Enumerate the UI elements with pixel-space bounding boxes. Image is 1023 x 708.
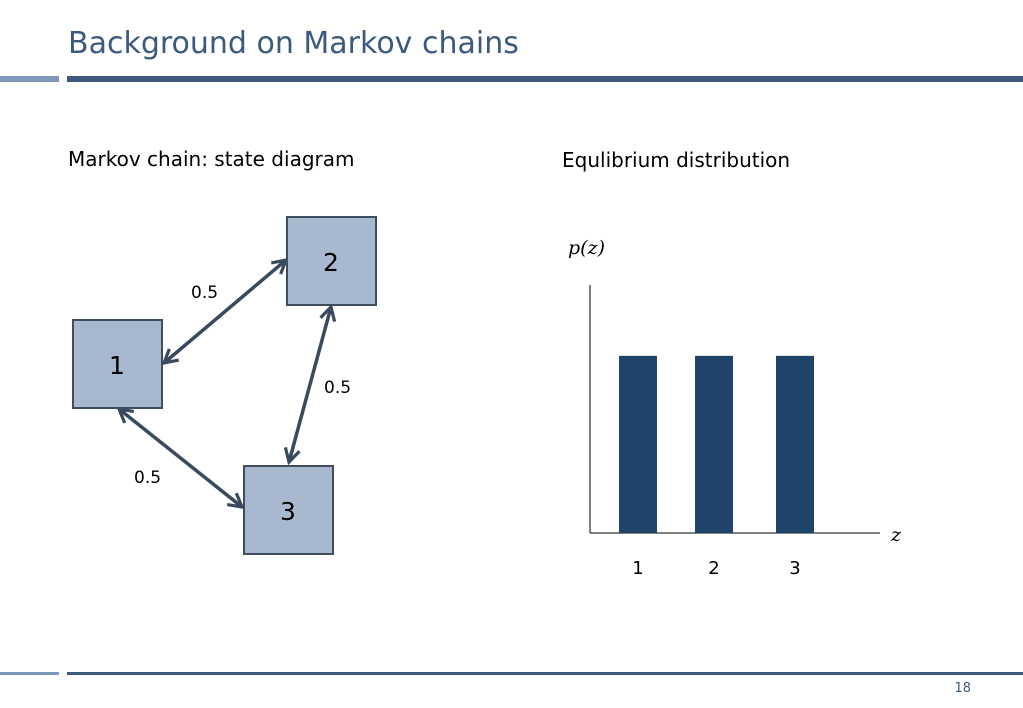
bottom-rule-accent [0, 672, 59, 675]
bottom-rule [67, 672, 1023, 675]
bar-3 [776, 355, 814, 533]
equilibrium-chart: p(z) z 1 2 3 [568, 237, 902, 579]
transition-label-1-2: 0.5 [191, 283, 218, 303]
state-node-2 [286, 216, 377, 306]
top-rule-accent [0, 76, 59, 82]
state-label-2: 2 [323, 248, 339, 277]
state-label-1: 1 [109, 351, 125, 380]
bar-series: 1 2 3 [619, 355, 814, 579]
edge-1-3 [119, 409, 242, 507]
x-tick-label-2: 2 [708, 558, 719, 579]
state-label-3: 3 [280, 497, 296, 526]
transition-label-2-3: 0.5 [324, 378, 351, 398]
page-number: 18 [954, 681, 971, 696]
state-diagram-heading: Markov chain: state diagram [68, 147, 355, 171]
distribution-heading: Equlibrium distribution [562, 148, 791, 172]
x-tick-label-3: 3 [789, 558, 800, 579]
x-axis-label: z [890, 524, 902, 546]
edge-2-3 [289, 307, 331, 462]
state-diagram: 2 1 3 0.5 0.5 0.5 [72, 216, 377, 555]
bar-2 [695, 355, 733, 533]
x-tick-label-1: 1 [632, 558, 643, 579]
state-node-3 [243, 465, 334, 555]
edge-1-2 [164, 260, 286, 363]
state-node-1 [72, 319, 163, 409]
top-rule [67, 76, 1023, 82]
bar-1 [619, 355, 657, 533]
slide-title: Background on Markov chains [68, 26, 519, 61]
y-axis-label: p(z) [568, 237, 605, 259]
transition-label-1-3: 0.5 [134, 468, 161, 488]
